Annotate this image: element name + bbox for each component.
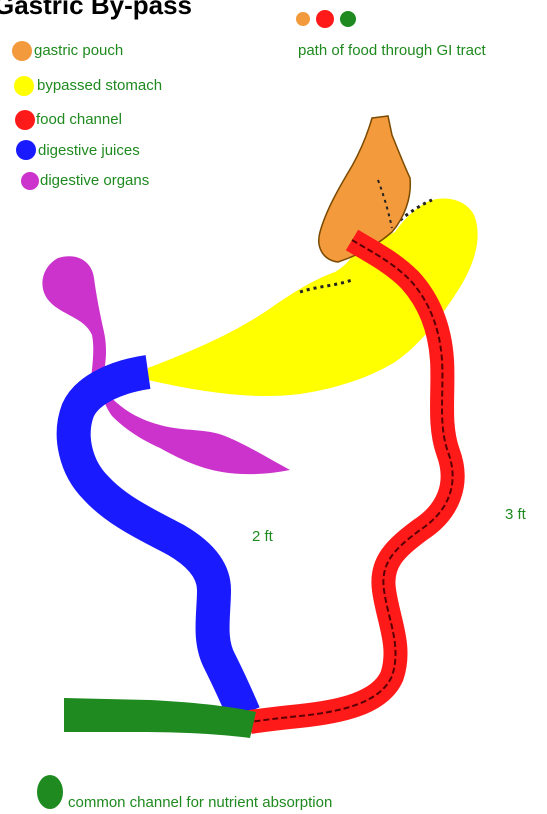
digestive-juices-limb <box>74 372 244 714</box>
legend-dot-bypassed-stomach <box>14 76 34 96</box>
legend-label-food-channel: food channel <box>36 111 122 128</box>
digestive-organ-pancreas <box>103 390 290 474</box>
legend-dot-common-channel <box>37 775 63 809</box>
legend-label-digestive-juices: digestive juices <box>38 142 140 159</box>
legend-label-bypassed-stomach: bypassed stomach <box>37 77 162 94</box>
path-legend-label: path of food through GI tract <box>298 42 486 59</box>
common-channel-label: common channel for nutrient absorption <box>68 794 332 811</box>
path-dot-orange <box>296 12 310 26</box>
legend-label-gastric-pouch: gastric pouch <box>34 42 123 59</box>
legend-label-digestive-organs: digestive organs <box>40 172 149 189</box>
legend-dot-food-channel <box>15 110 35 130</box>
legend-dot-digestive-organs <box>21 172 39 190</box>
food-limb-length: 3 ft <box>505 506 526 523</box>
path-dot-green <box>340 11 356 27</box>
legend-dot-gastric-pouch <box>12 41 32 61</box>
juice-limb-length: 2 ft <box>252 528 273 545</box>
legend-dot-digestive-juices <box>16 140 36 160</box>
path-dot-red <box>316 10 334 28</box>
